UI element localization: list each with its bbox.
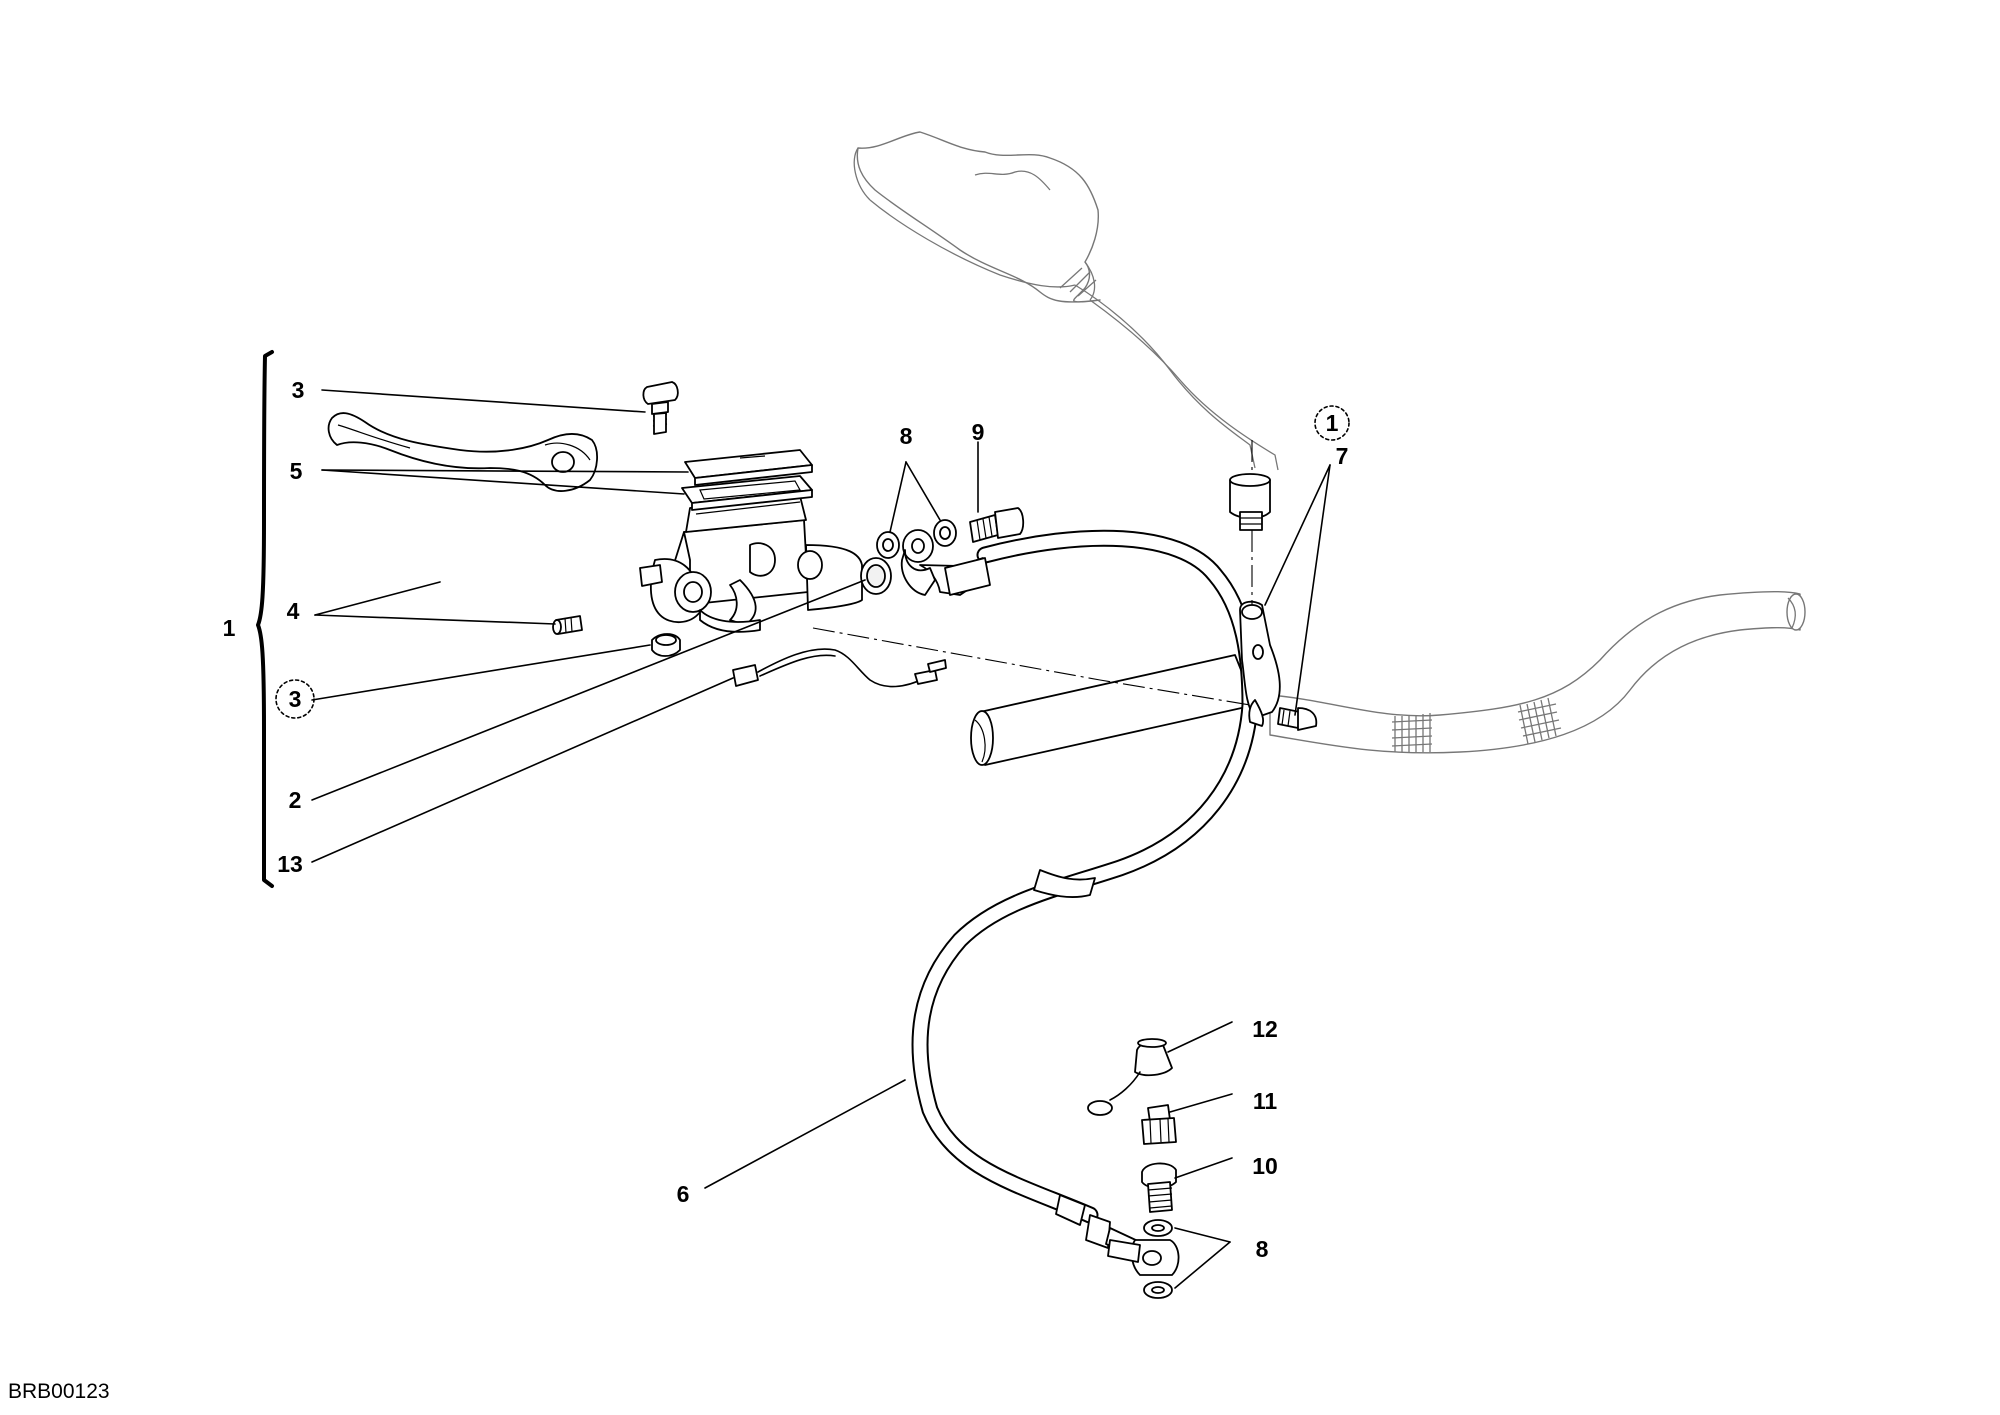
caliper-banjo-fitting [1107,1239,1180,1276]
pivot-nut [651,633,681,657]
fairing-outline [853,131,1279,471]
callout-6: 6 [677,1181,690,1207]
reservoir-cover [684,449,813,486]
mirror-mount-spacer [1229,473,1271,531]
master-cylinder [639,495,863,633]
assembly-centerlines [812,440,1253,706]
callout-4: 4 [287,598,300,624]
banjo-bolt [969,507,1025,543]
callout-1-assembly: 1 [223,615,236,641]
reservoir-cap [642,381,679,435]
assembly-bracket [256,350,274,888]
top-washers [876,519,957,559]
drawing-code: BRB00123 [8,1380,110,1403]
callout-9: 9 [972,419,985,445]
callout-8-top: 8 [900,423,913,449]
callout-1-circled: 1 [1326,410,1339,436]
caliper-washers [1143,1219,1173,1299]
leader-lines [311,389,1331,1289]
callout-12: 12 [1252,1016,1278,1042]
callout-2: 2 [289,787,302,813]
callout-7: 7 [1336,443,1349,469]
stop-light-switch [732,648,947,688]
callout-13: 13 [277,851,303,877]
circled-callout-1-ring [1314,405,1350,441]
callout-5: 5 [290,458,303,484]
grip-texture-2 [1517,697,1562,745]
callout-3: 3 [292,377,305,403]
clamp-screw [1277,707,1318,731]
circled-callout-3-ring [275,679,315,719]
brake-hose [911,529,1259,1257]
lever-pivot-pin [552,615,583,635]
reservoir-gasket [681,475,813,511]
callout-10: 10 [1252,1153,1278,1179]
grip-texture-1 [1391,713,1433,753]
bleed-valve [1141,1104,1177,1145]
callout-3-circled: 3 [289,686,302,712]
pushrod-boot [860,557,892,595]
hose-top-fitting [900,529,991,596]
callout-8-bottom: 8 [1256,1236,1269,1262]
bleed-cap [1087,1038,1173,1116]
handlebar-clamp [1239,600,1281,727]
callout-11: 11 [1253,1088,1278,1114]
handlebar-outline [1269,591,1806,754]
handlebar-tube [970,654,1256,766]
caliper-banjo-bolt [1141,1162,1177,1213]
